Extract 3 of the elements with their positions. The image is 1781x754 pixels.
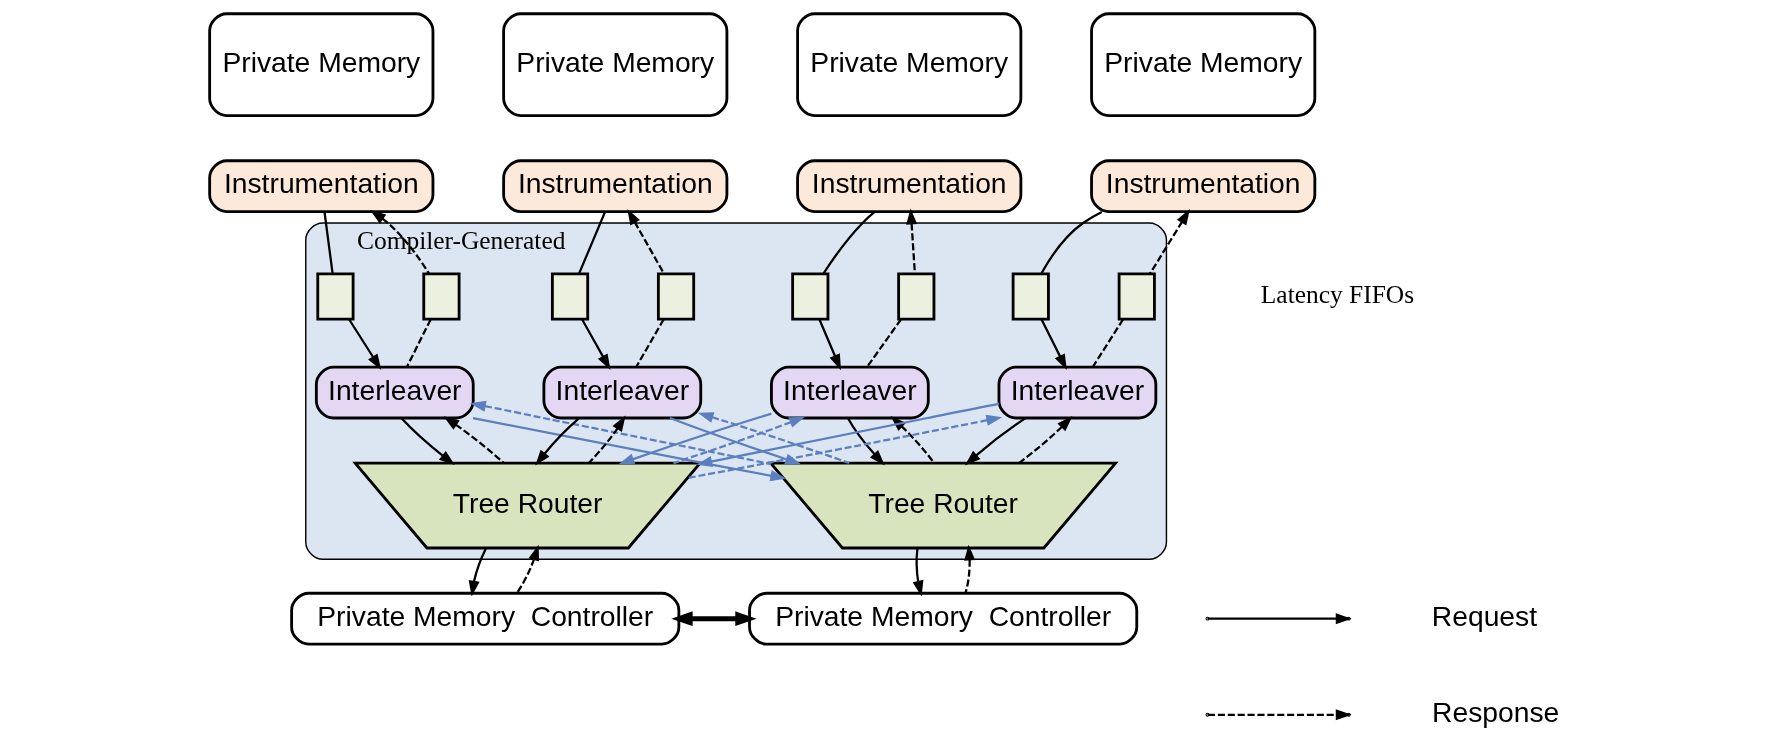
legend-label: Request	[1431, 599, 1538, 632]
legend-label: Response	[1432, 695, 1560, 728]
label: Latency FIFOs	[1260, 279, 1415, 309]
